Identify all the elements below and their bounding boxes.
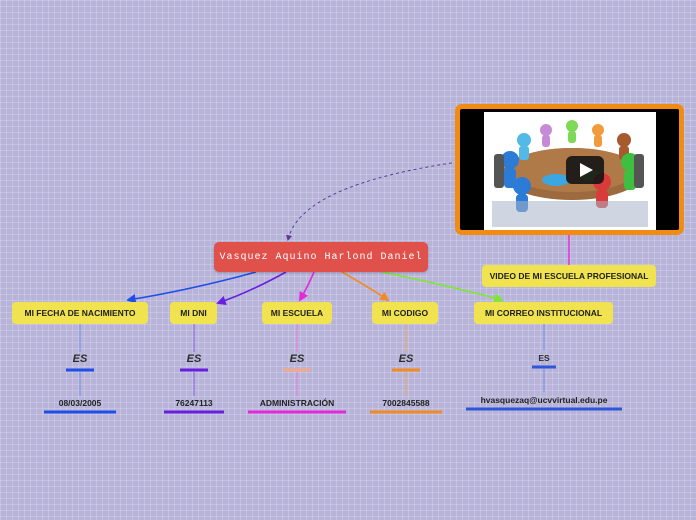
value-codigo[interactable]: 7002845588 bbox=[382, 398, 430, 408]
value-fecha[interactable]: 08/03/2005 bbox=[58, 398, 102, 408]
video-caption-strip bbox=[492, 201, 648, 227]
meeting-illustration bbox=[494, 120, 644, 212]
value-escuela[interactable]: ADMINISTRACIÓN bbox=[259, 398, 335, 408]
branch-line-escuela bbox=[299, 271, 315, 302]
value-correo[interactable]: hvasquezaq@ucvvirtual.edu.pe bbox=[480, 395, 608, 405]
topic-codigo[interactable]: MI CODIGO bbox=[372, 302, 438, 324]
topic-dni[interactable]: MI DNI bbox=[170, 302, 217, 324]
video-label[interactable]: VIDEO DE MI ESCUELA PROFESIONAL bbox=[482, 265, 656, 287]
play-icon bbox=[580, 163, 593, 177]
branch-line-codigo bbox=[341, 271, 390, 302]
connector-es-fecha[interactable]: ES bbox=[72, 353, 88, 365]
topic-fecha-nacimiento[interactable]: MI FECHA DE NACIMIENTO bbox=[12, 302, 148, 324]
connector-es-dni[interactable]: ES bbox=[186, 353, 202, 365]
topic-escuela[interactable]: MI ESCUELA bbox=[262, 302, 332, 324]
value-dni[interactable]: 76247113 bbox=[175, 398, 213, 408]
branch-line-correo bbox=[381, 271, 504, 303]
central-topic[interactable]: Vasquez Aquino Harlond Daniel bbox=[214, 242, 428, 272]
play-button[interactable] bbox=[566, 156, 604, 184]
branch-line-fecha bbox=[126, 271, 257, 304]
connector-es-correo[interactable]: ES bbox=[538, 353, 550, 363]
relationship-line bbox=[286, 161, 459, 242]
connector-es-codigo[interactable]: ES bbox=[398, 353, 414, 365]
connector-es-escuela[interactable]: ES bbox=[289, 353, 305, 365]
branch-line-dni bbox=[216, 271, 287, 306]
topic-correo-institucional[interactable]: MI CORREO INSTITUCIONAL bbox=[474, 302, 613, 324]
